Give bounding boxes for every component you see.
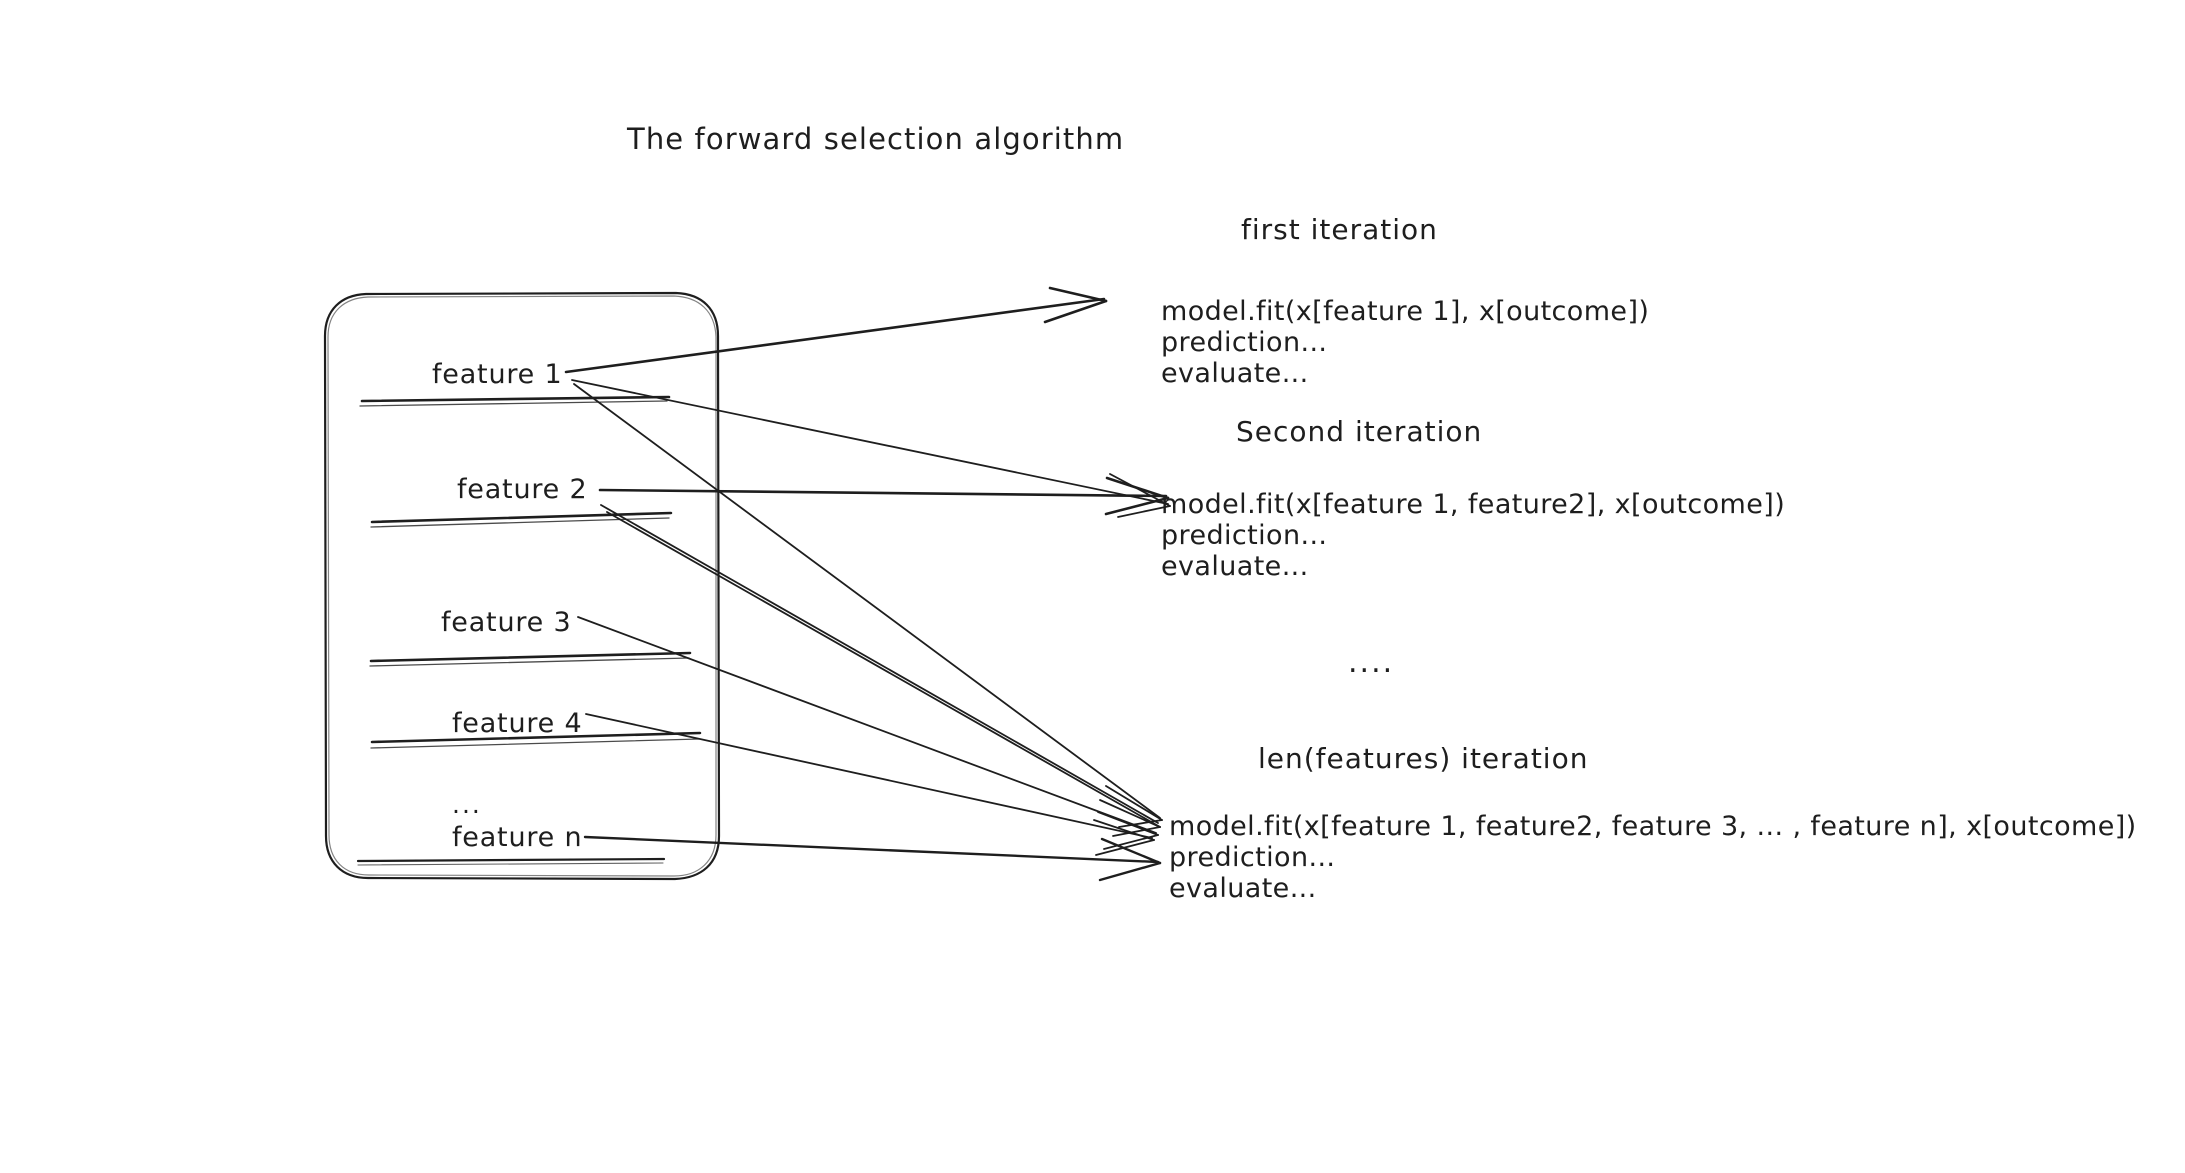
- code-line-prediction: prediction...: [1161, 327, 1328, 358]
- code-line-evaluate: evaluate...: [1161, 358, 1309, 389]
- arrow-feature4-to-last-iteration: [585, 713, 1155, 856]
- feature-label-n: feature n: [452, 822, 583, 853]
- code-line-fit: model.fit(x[feature 1, feature2], x[outc…: [1161, 489, 1786, 520]
- arrow-feature2-to-last-iteration: [600, 504, 1161, 837]
- iteration-heading-last: len(features) iteration: [1258, 742, 1589, 775]
- arrow-feature2-to-second-iteration: [598, 476, 1170, 516]
- code-line-fit: model.fit(x[feature 1], x[outcome]): [1161, 296, 1650, 327]
- iteration-separator-ellipsis: ....: [1348, 645, 1395, 680]
- feature-label-1: feature 1: [432, 359, 563, 390]
- page-title: The forward selection algorithm: [627, 122, 1125, 156]
- code-line-prediction: prediction...: [1169, 842, 1336, 873]
- iteration-heading-second: Second iteration: [1236, 415, 1483, 448]
- code-line-fit: model.fit(x[feature 1, feature2, feature…: [1169, 811, 2137, 842]
- iteration-code-second: model.fit(x[feature 1, feature2], x[outc…: [1161, 489, 1785, 582]
- iteration-code-first: model.fit(x[feature 1], x[outcome]) pred…: [1161, 296, 1649, 389]
- code-line-prediction: prediction...: [1161, 520, 1328, 551]
- arrow-feature1-to-first-iteration: [564, 286, 1108, 374]
- feature-rule-group: [356, 395, 702, 866]
- feature-label-4: feature 4: [452, 708, 583, 739]
- arrow-feature1-to-last-iteration: [573, 383, 1163, 828]
- code-line-evaluate: evaluate...: [1169, 873, 1317, 904]
- feature-label-3: feature 3: [441, 607, 572, 638]
- iteration-heading-first: first iteration: [1241, 213, 1438, 246]
- code-line-evaluate: evaluate...: [1161, 551, 1309, 582]
- feature-box-outline: [323, 291, 721, 881]
- arrow-featuren-to-last-iteration: [583, 835, 1162, 882]
- iteration-code-last: model.fit(x[feature 1, feature2, feature…: [1169, 811, 2137, 904]
- feature-label-ellipsis: ...: [452, 790, 482, 819]
- feature-label-2: feature 2: [457, 474, 588, 505]
